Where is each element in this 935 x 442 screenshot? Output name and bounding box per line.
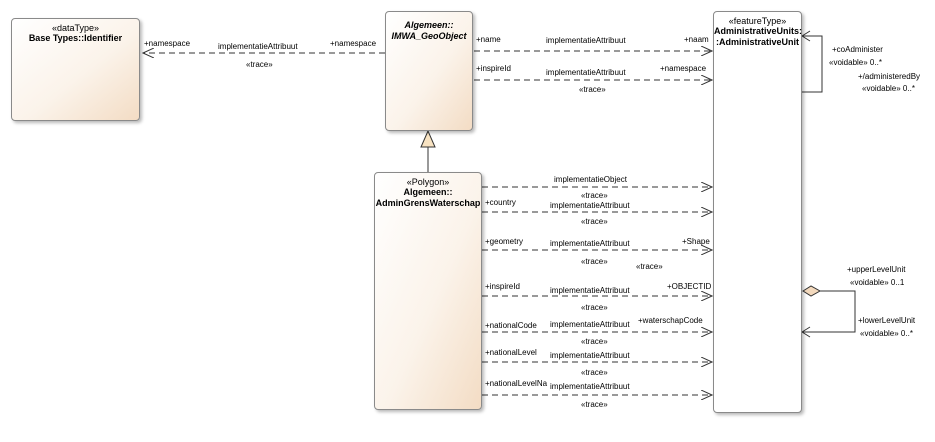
geometry-trace: «trace» bbox=[581, 257, 608, 266]
inspireid-label: implementatieAttribuut bbox=[550, 286, 630, 295]
admin-unit-stereotype: «featureType» bbox=[728, 16, 787, 26]
nationallevelname-trace: «trace» bbox=[581, 400, 608, 409]
coadminister-arrow-b bbox=[801, 35, 811, 42]
object-label: implementatieObject bbox=[554, 175, 627, 184]
nationalcode-source-role: +nationalCode bbox=[485, 321, 537, 330]
nationalcode-label: implementatieAttribuut bbox=[550, 320, 630, 329]
namespace-source-role: +namespace bbox=[144, 39, 191, 48]
admin-unit-name-line1: AdministrativeUnits: bbox=[714, 26, 803, 36]
namespace-target-role: +namespace bbox=[330, 39, 377, 48]
upper-role: +upperLevelUnit bbox=[847, 265, 906, 274]
namespace-label: implementatieAttribuut bbox=[218, 42, 298, 51]
inspireid-top-label: implementatieAttribuut bbox=[546, 68, 626, 77]
self-assoc-coadminister[interactable] bbox=[802, 35, 823, 93]
nationalcode-target-role: +waterschapCode bbox=[638, 316, 703, 325]
upper-mult: «voidable» 0..1 bbox=[850, 278, 905, 287]
nationalcode-trace: «trace» bbox=[581, 337, 608, 346]
class-identifier[interactable]: «dataType» Base Types::Identifier bbox=[11, 18, 140, 121]
class-admin-grens-waterschap[interactable]: «Polygon» Algemeen:: AdminGrensWaterscha… bbox=[374, 172, 482, 410]
coadminister-arrow-a bbox=[801, 30, 811, 37]
class-administrative-unit[interactable]: «featureType» AdministrativeUnits: :Admi… bbox=[713, 11, 802, 413]
hierarchy-arrow-b bbox=[801, 331, 811, 338]
nationallevel-trace: «trace» bbox=[581, 368, 608, 377]
class-geo-object[interactable]: Algemeen:: IMWA_GeoObject bbox=[385, 11, 473, 131]
country-source-role: +country bbox=[485, 198, 516, 207]
lower-role: +lowerLevelUnit bbox=[858, 316, 916, 325]
identifier-name: Base Types::Identifier bbox=[28, 33, 123, 43]
admin-unit-name-line2: :AdministrativeUnit bbox=[715, 37, 799, 47]
inspireid-trace: «trace» bbox=[581, 303, 608, 312]
aggregation-diamond bbox=[802, 285, 822, 297]
namespace-trace: «trace» bbox=[246, 60, 273, 69]
geo-object-name-line1: Algemeen:: bbox=[404, 20, 454, 30]
geometry-trace-2: «trace» bbox=[636, 262, 663, 271]
name-target-role: +naam bbox=[684, 35, 709, 44]
nationallevel-source-role: +nationalLevel bbox=[485, 348, 537, 357]
nationallevel-label: implementatieAttribuut bbox=[550, 351, 630, 360]
administered-role: +/administeredBy bbox=[858, 72, 921, 81]
admin-grens-name-line2: AdminGrensWaterschap bbox=[375, 198, 481, 208]
inspireid-source-role: +inspireId bbox=[485, 282, 520, 291]
country-trace: «trace» bbox=[581, 217, 608, 226]
geometry-source-role: +geometry bbox=[485, 237, 524, 246]
name-label: implementatieAttribuut bbox=[546, 36, 626, 45]
self-assoc-hierarchy[interactable] bbox=[802, 290, 856, 333]
inspireid-top-trace: «trace» bbox=[579, 85, 606, 94]
geometry-label: implementatieAttribuut bbox=[550, 239, 630, 248]
object-trace: «trace» bbox=[581, 191, 608, 200]
inspireid-top-source-role: +inspireId bbox=[476, 64, 511, 73]
identifier-stereotype: «dataType» bbox=[51, 23, 100, 33]
inspireid-top-target-role: +namespace bbox=[660, 64, 707, 73]
administered-mult: «voidable» 0..* bbox=[862, 84, 915, 93]
geometry-target-role: +Shape bbox=[682, 237, 710, 246]
admin-grens-stereotype: «Polygon» bbox=[406, 177, 450, 187]
inspireid-target-role: +OBJECTID bbox=[667, 282, 712, 291]
geo-object-name-line2: IMWA_GeoObject bbox=[391, 31, 467, 41]
name-source-role: +name bbox=[476, 35, 501, 44]
admin-grens-name-line1: Algemeen:: bbox=[403, 187, 453, 197]
nationallevelname-label: implementatieAttribuut bbox=[550, 382, 630, 391]
hierarchy-arrow-a bbox=[801, 326, 811, 333]
generalization-triangle bbox=[420, 129, 436, 148]
country-label: implementatieAttribuut bbox=[550, 201, 630, 210]
coadminister-mult: «voidable» 0..* bbox=[829, 58, 882, 67]
lower-mult: «voidable» 0..* bbox=[860, 329, 913, 338]
nationallevelname-source-role: +nationalLevelNa bbox=[485, 379, 548, 388]
coadminister-role: +coAdminister bbox=[832, 45, 883, 54]
